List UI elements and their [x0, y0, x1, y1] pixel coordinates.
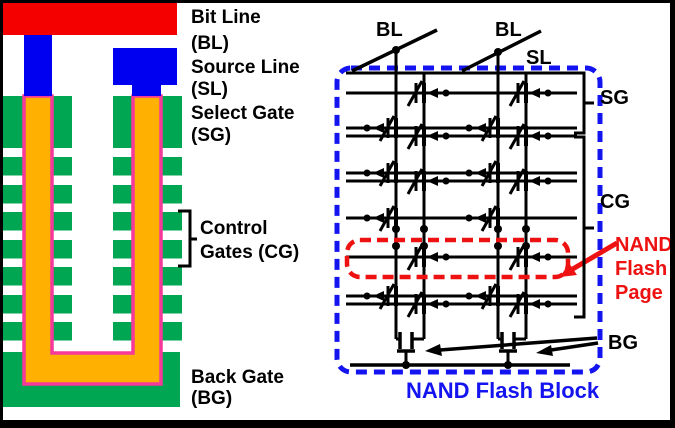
- cg-stripe: [52, 240, 72, 259]
- cg-bracket: [574, 135, 594, 319]
- sl-label: SL: [526, 47, 552, 69]
- nand-flash-page-outline: [344, 237, 571, 280]
- bl-junction-dot-2: [494, 48, 502, 56]
- cg-stripe: [113, 295, 133, 314]
- flash-cell: [465, 205, 500, 232]
- bit-line-bar: [3, 3, 177, 35]
- source-line-contact: [113, 48, 177, 85]
- bit-line-contact: [24, 35, 52, 96]
- cg-stripe: [52, 212, 72, 231]
- cg-stripe: [161, 157, 182, 176]
- select-gate-blocks: [3, 96, 182, 148]
- cg-stripe: [161, 295, 182, 314]
- back-gate-transistor: [396, 332, 424, 365]
- bl-label-1: BL: [376, 19, 403, 41]
- cg-stripe: [3, 212, 24, 231]
- bg-rail-dot-2: [504, 361, 512, 369]
- flash-cell: [508, 168, 552, 195]
- cg-stripe: [52, 322, 72, 341]
- flash-cell: [406, 168, 450, 195]
- cg-stripe: [52, 185, 72, 204]
- cross-section-labels: Bit Line (BL) Source Line (SL) Select Ga…: [191, 7, 300, 409]
- sg-bracket: [574, 71, 594, 135]
- nand-flash-page-label-1: NAND: [615, 234, 673, 256]
- u-channel: [22, 94, 163, 386]
- cg-stripe: [161, 267, 182, 286]
- flash-cell: [508, 244, 552, 271]
- ellipsis-dot: [494, 242, 502, 250]
- back-gate-abbr: (BG): [191, 388, 232, 409]
- cg-stripe: [52, 295, 72, 314]
- cg-stripe: [52, 157, 72, 176]
- control-gate-stripes: [3, 157, 182, 341]
- flash-cell: [406, 80, 450, 107]
- ellipsis-dot: [420, 225, 428, 233]
- cg-stripe: [52, 267, 72, 286]
- flash-cell: [363, 205, 398, 232]
- cg-stripe: [3, 295, 24, 314]
- bit-line-wires: [351, 28, 542, 73]
- flash-cell: [406, 291, 450, 318]
- control-gates-bracket: [178, 209, 197, 268]
- nand-flash-page-label-2: Flash: [615, 258, 667, 280]
- cg-stripe: [3, 240, 24, 259]
- ellipsis-dot: [392, 242, 400, 250]
- page-arrow: [560, 240, 619, 277]
- cg-stripe: [113, 240, 133, 259]
- cg-stripe: [113, 212, 133, 231]
- select-gate-label: Select Gate: [191, 103, 295, 124]
- cg-stripe: [161, 212, 182, 231]
- cg-stripe: [3, 322, 24, 341]
- schematic-labels: BL BL SL SG CG BG NAND Flash Block NAND …: [376, 19, 673, 403]
- bl-junction-dot-1: [392, 46, 400, 54]
- source-line-plug: [132, 85, 161, 96]
- bl-label-2: BL: [495, 19, 522, 41]
- nand-flash-page-label-3: Page: [615, 282, 663, 304]
- flash-cell: [406, 244, 450, 271]
- flash-cell: [508, 123, 552, 150]
- cg-stripe: [113, 267, 133, 286]
- control-gates-label-2: Gates (CG): [200, 242, 299, 263]
- flash-cell: [406, 123, 450, 150]
- cg-stripe: [3, 267, 24, 286]
- source-line-abbr: (SL): [191, 79, 228, 100]
- source-line-label: Source Line: [191, 57, 300, 78]
- back-gate-label: Back Gate: [191, 367, 284, 388]
- cg-stripe: [161, 185, 182, 204]
- flash-cell: [508, 291, 552, 318]
- cg-stripe: [161, 240, 182, 259]
- control-gates-label-1: Control: [200, 218, 268, 239]
- ellipsis-dot: [522, 225, 530, 233]
- bg-label: BG: [608, 332, 638, 354]
- flash-cell: [508, 80, 552, 107]
- bg-arrows: [425, 336, 599, 356]
- cg-label: CG: [600, 191, 630, 213]
- cg-stripe: [3, 185, 24, 204]
- bg-rail-dot-1: [402, 361, 410, 369]
- select-gate-abbr: (SG): [191, 125, 231, 146]
- cg-stripe: [113, 322, 133, 341]
- cross-section-structure: [3, 3, 197, 407]
- bit-line-label: Bit Line: [191, 7, 261, 28]
- back-gate-transistor: [498, 332, 526, 365]
- sg-label: SG: [600, 87, 629, 109]
- cg-stripe: [113, 157, 133, 176]
- bit-line-abbr: (BL): [191, 33, 229, 54]
- cg-stripe: [3, 157, 24, 176]
- schematic-array: [346, 50, 577, 367]
- nand-flash-block-label: NAND Flash Block: [406, 378, 600, 403]
- cg-stripe: [161, 322, 182, 341]
- cg-stripe: [113, 185, 133, 204]
